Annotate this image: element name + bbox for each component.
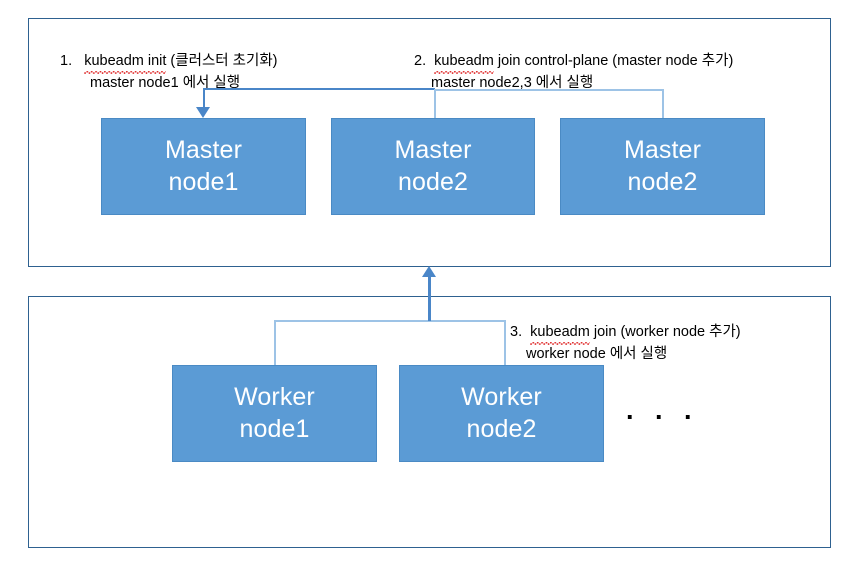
callout-3-command-rest: join [589,324,621,340]
connector-init-vertical [203,88,205,108]
connector-worker-branch-to-worker-node1 [274,320,276,366]
callout-2-command: kubeadm [434,52,494,74]
connector-join-branch-to-master-node3 [662,89,664,119]
node-title: Worker [461,383,542,411]
arrowhead-into-master-node1 [196,107,210,118]
connector-join-branch-to-master-node2 [434,89,436,119]
callout-3-command-note: (worker node 추가) [620,324,741,340]
node-subtitle: node2 [397,167,469,196]
node-box-master-node3[interactable]: Master node2 [560,118,765,215]
callout-3-detail: worker node 에서 실행 [526,346,668,363]
callout-2-detail: master node2,3 에서 실행 [431,75,594,92]
node-subtitle: node2 [466,414,537,443]
connector-worker-branch-to-worker-node2 [504,320,506,366]
connector-join-bracket-horizontal [434,89,663,91]
arrowhead-into-master-panel [422,266,436,277]
callout-1-detail: master node1 에서 실행 [90,75,241,92]
node-title: Master [623,136,701,164]
callout-kubeadm-init: 1. kubeadm init (클러스터 초기화) master node1 … [60,52,278,94]
connector-worker-to-master-vertical [428,277,431,321]
node-box-master-node2[interactable]: Master node2 [331,118,535,215]
callout-1-number: 1. [60,53,73,69]
callout-3-command: kubeadm [530,323,590,345]
node-box-master-node1[interactable]: Master node1 [101,118,306,215]
callout-1-command-note: (클러스터 초기화) [166,53,278,69]
callout-2-command-note: (master node 추가) [608,53,734,69]
more-workers-ellipsis: . . . [626,395,699,425]
callout-1-command: kubeadm init [84,52,167,74]
connector-worker-bracket-horizontal [274,320,505,322]
node-title: Master [394,136,472,164]
connector-init-horizontal [203,88,435,90]
callout-kubeadm-join-control-plane: 2. kubeadm join control-plane (master no… [414,52,733,94]
callout-2-number: 2. [414,53,427,69]
node-subtitle: node1 [168,167,239,196]
node-box-worker-node1[interactable]: Worker node1 [172,365,377,462]
callout-2-command-rest: join control-plane [493,53,609,69]
node-box-worker-node2[interactable]: Worker node2 [399,365,604,462]
callout-3-number: 3. [510,324,523,340]
node-subtitle: node1 [239,414,310,443]
node-subtitle: node2 [627,167,698,196]
node-title: Worker [234,383,315,411]
node-title: Master [164,136,242,164]
callout-kubeadm-join-worker: 3. kubeadm join (worker node 추가) worker … [510,323,741,365]
